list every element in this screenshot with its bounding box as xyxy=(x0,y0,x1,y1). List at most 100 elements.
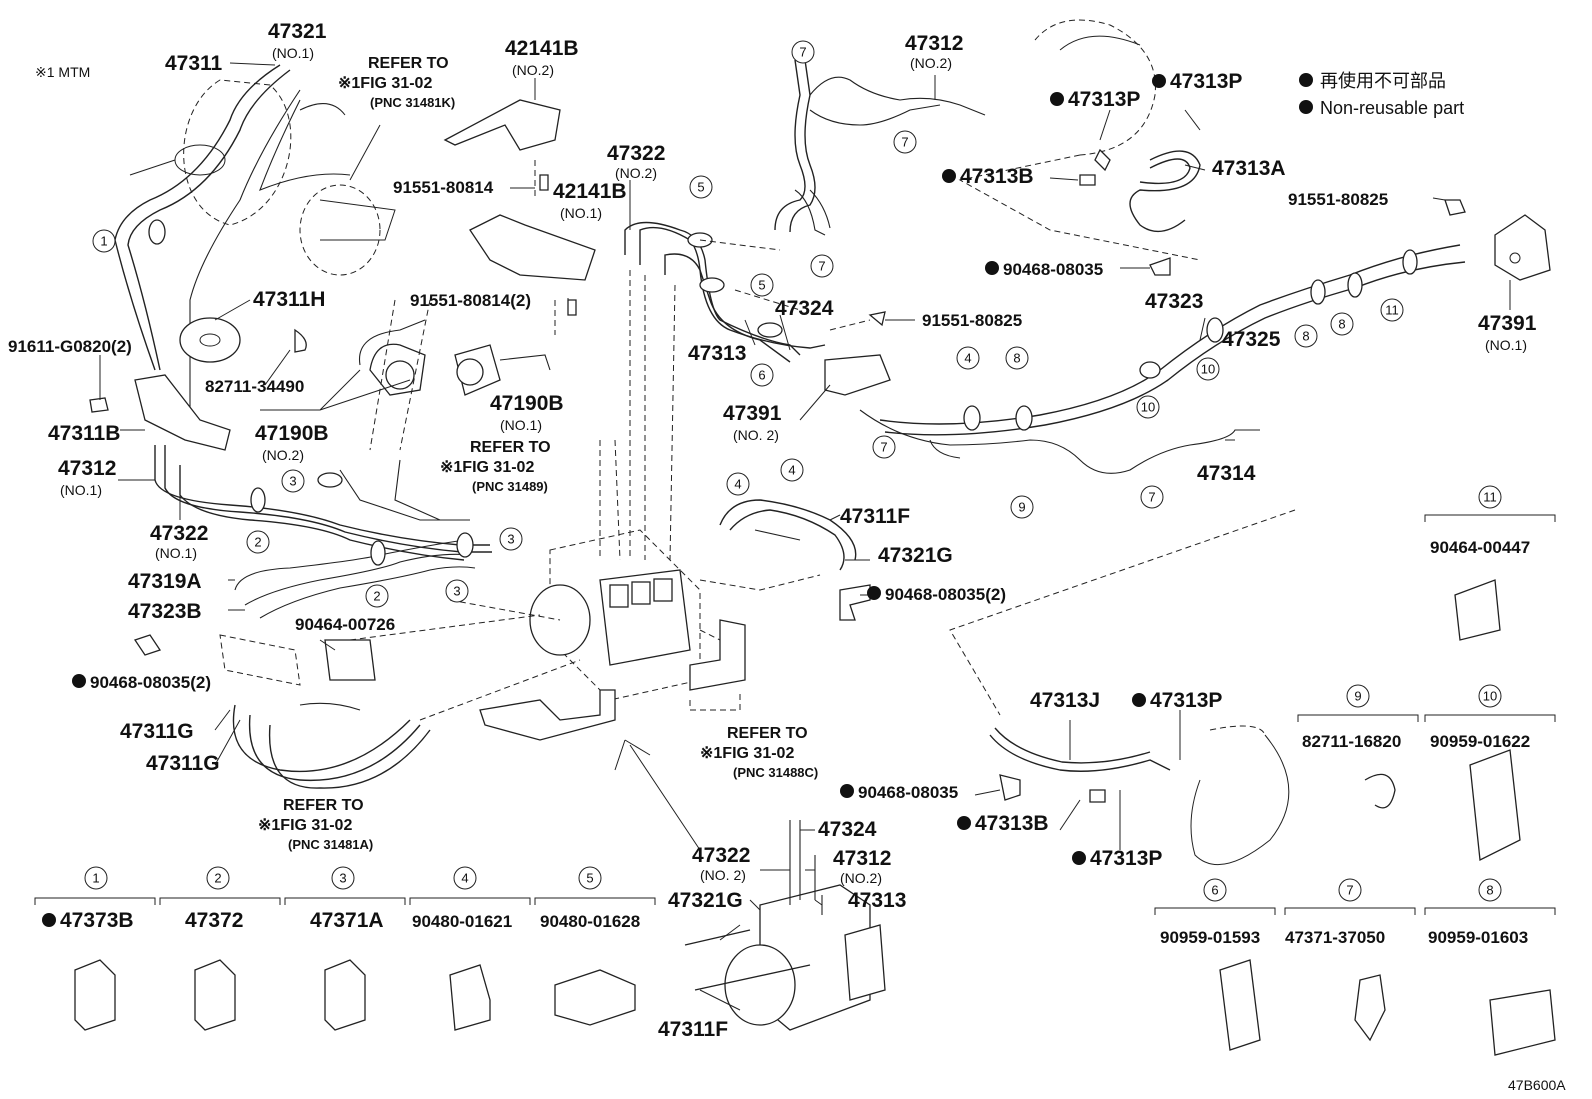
drum-lower xyxy=(1190,734,1290,866)
callout-number: 7 xyxy=(818,259,825,274)
callout-number: 3 xyxy=(339,871,346,886)
non-reusable-dot-icon xyxy=(957,816,971,830)
part-label-47190B-no2: 47190B xyxy=(255,422,329,445)
part-label-47321G-a: 47321G xyxy=(878,544,953,567)
callout-number: 11 xyxy=(1385,303,1399,318)
hose-47313A xyxy=(1129,150,1201,233)
bracket-42141B-no2 xyxy=(443,99,561,151)
part-label-47313B-b: 47313B xyxy=(975,812,1049,835)
clamp-90464-00447 xyxy=(1454,579,1501,641)
part-label-47311: 47311 xyxy=(165,52,223,75)
non-reusable-dot-icon xyxy=(72,674,86,688)
callout-k7: 7 xyxy=(1338,878,1362,902)
part-label-d-47324: 47324 xyxy=(818,818,877,841)
callout-k9: 9 xyxy=(1346,684,1370,708)
non-reusable-dot-icon xyxy=(1050,92,1064,106)
non-reusable-dot-icon xyxy=(942,169,956,183)
callout-k3: 3 xyxy=(331,866,355,890)
grommet-47311H xyxy=(179,317,241,363)
callout-k11: 11 xyxy=(1478,485,1502,509)
part-label-refer-1: REFER TO xyxy=(368,55,449,72)
callout-circle-icon xyxy=(750,273,774,297)
part-label-47313P-d: 47313P xyxy=(1090,847,1162,870)
callout-number: 1 xyxy=(100,234,107,249)
callout-number: 6 xyxy=(758,368,765,383)
callout-circle-icon xyxy=(445,579,469,603)
callout-circle-icon xyxy=(791,40,815,64)
part-label-47190B-no1-sub: (NO.1) xyxy=(500,417,542,433)
part-label-47313P-b: 47313P xyxy=(1170,70,1242,93)
callout-circle-icon xyxy=(1203,878,1227,902)
callout-number: 5 xyxy=(586,871,593,886)
callout-c7b: 7 xyxy=(893,130,917,154)
callout-circle-icon xyxy=(1478,878,1502,902)
part-label-g6: 90959-01593 xyxy=(1160,928,1260,947)
callout-c8a: 8 xyxy=(1005,346,1029,370)
callout-number: 2 xyxy=(373,589,380,604)
callout-c3b: 3 xyxy=(499,527,523,551)
callout-number: 2 xyxy=(254,535,261,550)
part-label-refer-4-pnc: (PNC 31488C) xyxy=(733,765,818,780)
callout-number: 3 xyxy=(289,474,296,489)
part-label-82711-34490: 82711-34490 xyxy=(205,377,304,396)
callout-c7e: 7 xyxy=(1140,485,1164,509)
master-cylinder xyxy=(174,144,226,176)
callout-k5: 5 xyxy=(578,866,602,890)
clamp-82711-34490 xyxy=(294,328,307,353)
callout-k2: 2 xyxy=(206,866,230,890)
part-label-47391-no2: 47391 xyxy=(723,402,782,425)
clamp-90480-01628 xyxy=(554,969,636,1026)
callout-number: 9 xyxy=(1354,689,1361,704)
clamp-90959-01603 xyxy=(1489,989,1556,1056)
clamp-90480-01621 xyxy=(449,964,491,1031)
part-label-g3: 47371A xyxy=(310,909,384,932)
callout-number: 4 xyxy=(461,871,468,886)
callout-number: 9 xyxy=(1018,500,1025,515)
callout-number: 10 xyxy=(1201,362,1215,377)
callout-number: 7 xyxy=(901,135,908,150)
mount-plate xyxy=(219,634,301,686)
callout-c3a: 3 xyxy=(281,469,305,493)
callout-circle-icon xyxy=(750,363,774,387)
callout-number: 4 xyxy=(964,351,971,366)
part-label-47391-no2-sub: (NO. 2) xyxy=(733,427,779,443)
part-label-refer-4: REFER TO xyxy=(727,725,808,742)
part-label-g5: 90480-01628 xyxy=(540,912,640,931)
callout-c10b: 10 xyxy=(1136,395,1160,419)
part-label-g11: 90464-00447 xyxy=(1430,538,1530,557)
part-label-47325: 47325 xyxy=(1222,328,1281,351)
part-label-refer-2-pnc: (PNC 31489) xyxy=(472,479,548,494)
clamp-90464-00726 xyxy=(324,639,376,681)
callout-circle-icon xyxy=(453,866,477,890)
part-label-47190B-no2-sub: (NO.2) xyxy=(262,447,304,463)
part-label-g10: 90959-01622 xyxy=(1430,732,1530,751)
part-label-90464-00726: 90464-00726 xyxy=(295,615,395,634)
part-label-47322-no1: 47322 xyxy=(150,522,208,545)
part-label-refer-2-fig: ※1FIG 31-02 xyxy=(440,459,534,476)
callout-c4b: 4 xyxy=(780,458,804,482)
clamp-47371A xyxy=(324,959,366,1031)
callout-circle-icon xyxy=(689,175,713,199)
callout-c10a: 10 xyxy=(1196,357,1220,381)
part-label-d-47322: 47322 xyxy=(692,844,750,867)
clamp-90959-01622 xyxy=(1469,749,1521,862)
clip-90468-08035-right xyxy=(1149,257,1171,276)
callout-circle-icon xyxy=(1330,312,1354,336)
callout-k1: 1 xyxy=(84,866,108,890)
part-label-refer-3-pnc: (PNC 31481A) xyxy=(288,837,373,852)
callout-number: 10 xyxy=(1141,400,1155,415)
callout-number: 4 xyxy=(734,477,741,492)
callout-number: 10 xyxy=(1483,689,1497,704)
callout-number: 7 xyxy=(1148,490,1155,505)
callout-number: 3 xyxy=(507,532,514,547)
callout-number: 2 xyxy=(214,871,221,886)
part-label-47190B-no1: 47190B xyxy=(490,392,564,415)
part-label-91551-80825-a: 91551-80825 xyxy=(922,311,1022,330)
part-label-47312-no1: 47312 xyxy=(58,457,116,480)
part-label-47323B: 47323B xyxy=(128,600,202,623)
callout-circle-icon xyxy=(1010,495,1034,519)
part-label-g8: 90959-01603 xyxy=(1428,928,1528,947)
callout-k8: 8 xyxy=(1478,878,1502,902)
callout-circle-icon xyxy=(1294,324,1318,348)
